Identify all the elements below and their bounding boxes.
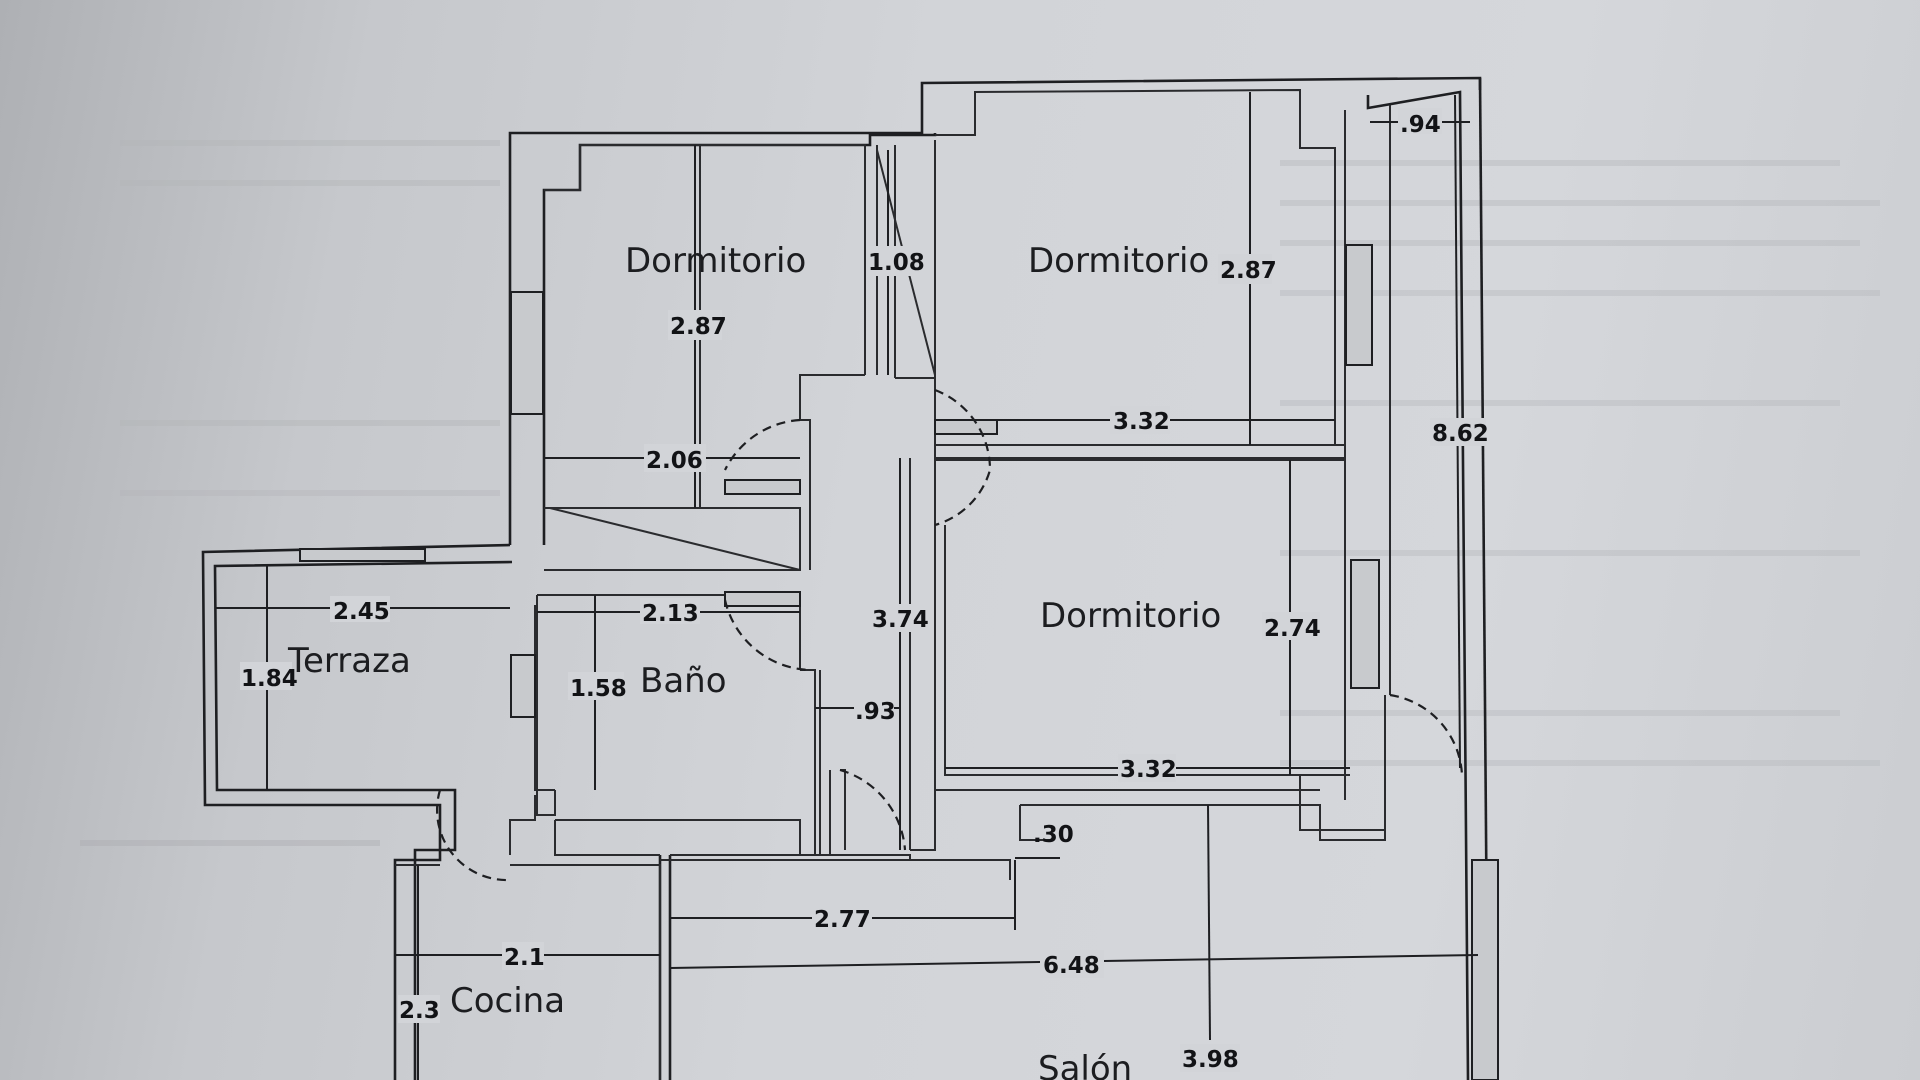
dim-label-2-1: 2.1 bbox=[504, 945, 545, 971]
background-paper-texture bbox=[80, 140, 1880, 846]
dim-label-0-30: .30 bbox=[1033, 822, 1074, 848]
dim-label-6-48: 6.48 bbox=[1043, 953, 1100, 979]
door-swing-corridor bbox=[839, 768, 907, 851]
dim-label-3-32-dormitorio-2: 3.32 bbox=[1113, 409, 1170, 435]
dim-label-8-62: 8.62 bbox=[1432, 421, 1489, 447]
windows bbox=[299, 244, 1499, 1080]
window-terraza bbox=[299, 548, 426, 562]
dim-label-2-87-dormitorio-1: 2.87 bbox=[670, 314, 727, 340]
door-swing-dormitorio-1 bbox=[724, 418, 801, 471]
window-salon bbox=[1471, 859, 1499, 1080]
dim-label-0-94: .94 bbox=[1400, 112, 1441, 138]
room-labels: Dormitorio Dormitorio Dormitorio Terraza… bbox=[287, 241, 1221, 1080]
dim-label-3-74: 3.74 bbox=[872, 607, 929, 633]
door-frame-dormitorio-2 bbox=[934, 419, 998, 435]
dim-label-1-84: 1.84 bbox=[241, 666, 298, 692]
dormitorio-1-room bbox=[544, 144, 878, 571]
room-label-salon: Salón bbox=[1038, 1049, 1132, 1080]
room-label-dormitorio-1: Dormitorio bbox=[625, 241, 806, 281]
dim-label-2-3: 2.3 bbox=[399, 998, 440, 1024]
dim-label-2-74: 2.74 bbox=[1264, 616, 1321, 642]
door-swing-dormitorio-2-3 bbox=[934, 388, 992, 527]
window-dormitorio-2 bbox=[1345, 244, 1373, 366]
door-frame-bano bbox=[724, 591, 801, 607]
room-label-dormitorio-2: Dormitorio bbox=[1028, 241, 1209, 281]
window-dormitorio-3 bbox=[1350, 559, 1380, 689]
room-label-bano: Baño bbox=[640, 661, 727, 701]
dim-label-3-98: 3.98 bbox=[1182, 1047, 1239, 1073]
dim-label-2-77: 2.77 bbox=[814, 907, 871, 933]
room-label-dormitorio-3: Dormitorio bbox=[1040, 596, 1221, 636]
dimension-labels: .94 1.08 2.87 2.87 3.32 2.06 8.62 2.45 2… bbox=[240, 108, 1489, 1073]
dim-label-0-93: .93 bbox=[855, 699, 896, 725]
dim-label-1-58: 1.58 bbox=[570, 676, 627, 702]
dormitorio-3-room bbox=[935, 105, 1391, 841]
dim-label-2-13: 2.13 bbox=[642, 601, 699, 627]
dim-label-2-06: 2.06 bbox=[646, 448, 703, 474]
room-label-terraza: Terraza bbox=[287, 641, 411, 681]
window-dormitorio-1 bbox=[510, 291, 544, 415]
dim-label-3-32-dormitorio-3: 3.32 bbox=[1120, 757, 1177, 783]
door-frame-dormitorio-1 bbox=[724, 479, 801, 495]
dim-label-1-08: 1.08 bbox=[868, 250, 925, 276]
window-bano bbox=[510, 654, 536, 718]
room-label-cocina: Cocina bbox=[450, 981, 565, 1021]
dim-label-2-87-dormitorio-2: 2.87 bbox=[1220, 258, 1277, 284]
door-swings bbox=[435, 388, 1464, 882]
dormitorio-2-room bbox=[935, 88, 1346, 800]
door-swing-bano bbox=[723, 599, 811, 672]
door-swing-terraza bbox=[435, 789, 511, 882]
dim-label-2-45: 2.45 bbox=[333, 599, 390, 625]
cocina-salon-rooms bbox=[395, 859, 1010, 1080]
